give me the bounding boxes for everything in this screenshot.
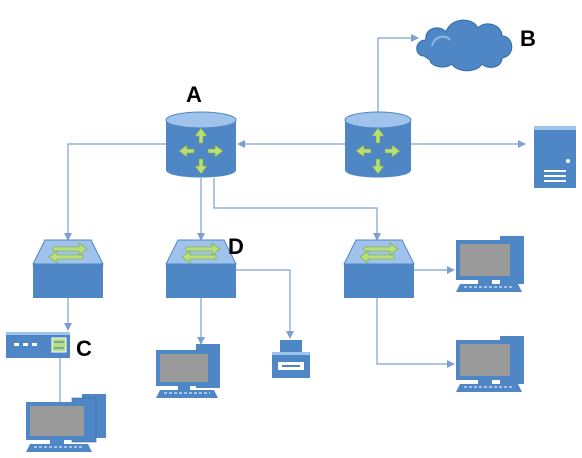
workstation-bottom-right	[456, 336, 524, 392]
router-b	[344, 111, 412, 178]
label-b: B	[520, 26, 536, 51]
link-switch-d-to-printer	[233, 269, 294, 339]
router-icon	[165, 111, 237, 178]
workstation-icon	[456, 336, 524, 392]
workstation-stack	[26, 394, 106, 452]
switch-icon	[32, 239, 104, 298]
router-a	[165, 111, 237, 178]
label-c: C	[76, 336, 92, 361]
cloud-icon	[416, 19, 513, 72]
switch-left	[32, 239, 104, 298]
network-links	[56, 34, 526, 421]
label-d: D	[228, 234, 244, 259]
printer-icon	[272, 340, 310, 378]
server-icon	[534, 126, 576, 188]
workstation-icon	[456, 236, 524, 292]
router-icon	[344, 111, 412, 178]
switch-icon	[343, 239, 415, 298]
workstation-icon	[26, 394, 106, 452]
link-router-b-to-cloud	[377, 34, 419, 112]
switch-right	[343, 239, 415, 298]
label-a: A	[186, 82, 202, 107]
link-switch-right-to-pc-bottom	[376, 298, 455, 368]
workstation-icon	[156, 344, 220, 398]
workstation-top-right	[456, 236, 524, 292]
switch-d	[165, 239, 237, 298]
switch-icon	[165, 239, 237, 298]
link-router-a-to-switch-left	[64, 143, 166, 241]
link-router-a-to-switch-right	[213, 178, 381, 241]
modem-icon	[6, 332, 70, 358]
workstation-d	[156, 344, 220, 398]
